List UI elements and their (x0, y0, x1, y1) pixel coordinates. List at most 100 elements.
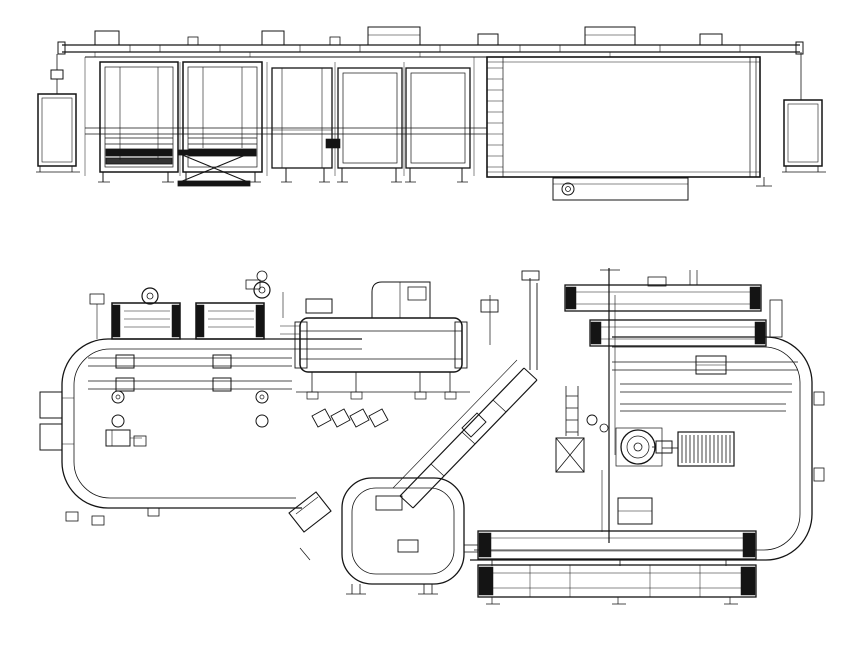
foot-pad (147, 507, 160, 517)
chamber-right-detail (749, 57, 757, 177)
tilt-feeder (288, 491, 332, 533)
module-feet (102, 168, 463, 182)
left-aux-box (105, 429, 131, 447)
tilt-feeder-inner (295, 496, 319, 515)
bottom-conveyor (477, 564, 757, 598)
roof-unit (94, 30, 120, 46)
bottom-conveyor-dividers (529, 565, 701, 597)
right-corner-box (769, 299, 783, 338)
bottom-conveyor-feet (486, 597, 738, 605)
rail-roller-hub (259, 394, 265, 400)
brush-unit (677, 431, 735, 467)
scissor-arms (179, 153, 249, 183)
tunnel-left-cap (294, 321, 308, 369)
rail-roller (111, 390, 125, 404)
tilt-plate (349, 408, 370, 428)
right-foot (813, 391, 825, 406)
film-roll (256, 270, 268, 282)
top-conveyor-lines (601, 326, 755, 340)
tilt-plate (311, 408, 332, 428)
press-platen-lines (188, 137, 257, 145)
roof-unit (329, 36, 341, 46)
frame-posts (84, 57, 475, 176)
left-loop-inner (73, 348, 362, 499)
rail-carriage (115, 354, 135, 369)
film-roll-core (258, 286, 266, 294)
module-inner (410, 72, 466, 164)
tunnel-legs (311, 372, 451, 392)
line-conveyor (85, 127, 487, 135)
roof-unit (584, 26, 636, 46)
conveyor-end-hatch (742, 532, 756, 558)
module-a-columns (119, 67, 159, 160)
tunnel-right-cap (454, 321, 468, 369)
right-loop-outer (470, 336, 813, 561)
brush-teeth (681, 435, 731, 463)
small-loop-inner (351, 487, 455, 575)
wrapper-unit-end (111, 304, 121, 338)
roof-unit (699, 33, 723, 46)
turntable-motor (655, 440, 673, 454)
small-loop-outer (341, 477, 465, 585)
conveyor-end-hatch (749, 286, 761, 310)
small-loop-box (397, 539, 419, 553)
rail-roller (111, 414, 125, 428)
press-platen-lines (105, 137, 173, 145)
chamber-left-ladder (486, 56, 504, 178)
diagonal-guide (392, 359, 518, 489)
conveyor-top-box (647, 276, 667, 287)
tilt-feeder-foot (299, 547, 311, 561)
film-roll (141, 287, 159, 305)
small-loop-feet (346, 584, 438, 595)
module-c-detail (272, 68, 332, 168)
aux-box (480, 299, 499, 313)
foot-pad (91, 515, 105, 526)
tilt-box-x (555, 437, 585, 473)
rail-carriage (212, 377, 232, 392)
conveyor-end-hatch (590, 321, 602, 345)
top-conveyor-lines (576, 291, 750, 305)
roof-unit (367, 26, 421, 46)
rail-roller-hub (115, 394, 121, 400)
left-cabinet (37, 93, 77, 167)
roof-unit (477, 33, 499, 46)
infeed-rails (88, 357, 292, 390)
left-cabinet-panel (41, 97, 73, 163)
module-outer (337, 67, 403, 169)
chamber-support (756, 177, 772, 187)
wrapper-unit (195, 302, 265, 340)
right-cabinet (783, 99, 823, 167)
right-cabinet-panel (787, 103, 819, 163)
lift-channel (565, 386, 579, 436)
side-table (39, 391, 63, 419)
left-aux-box2 (133, 435, 147, 447)
elev-misc-ticks (94, 52, 611, 57)
rail-carriage (115, 377, 135, 392)
side-table-ticks (62, 397, 74, 445)
bottom-conveyor (477, 530, 757, 560)
left-loop-outer (61, 338, 362, 509)
top-ticks (689, 270, 698, 285)
film-roll-core (146, 292, 154, 300)
top-bracket (245, 279, 261, 290)
wrapper-unit-end (195, 304, 205, 338)
right-loop-inner (474, 346, 801, 551)
rail-roller (255, 414, 269, 428)
press-bed (105, 157, 173, 165)
rail-end-cap-left (57, 41, 66, 55)
turntable-hub (633, 442, 643, 452)
center-feed-top (521, 270, 540, 281)
tunnel-inner-lines (300, 330, 462, 360)
bottom-conveyor-lines (491, 537, 743, 552)
tunnel-foot (414, 391, 427, 400)
module-b-columns (202, 67, 243, 148)
press-module-inner (104, 66, 174, 168)
right-foot (813, 467, 825, 482)
tunnel-side-box (305, 298, 333, 314)
rail-carriage (212, 354, 232, 369)
diagonal-ticks (430, 399, 507, 477)
wrapper-unit-end (255, 304, 265, 338)
module-outer (405, 67, 471, 169)
